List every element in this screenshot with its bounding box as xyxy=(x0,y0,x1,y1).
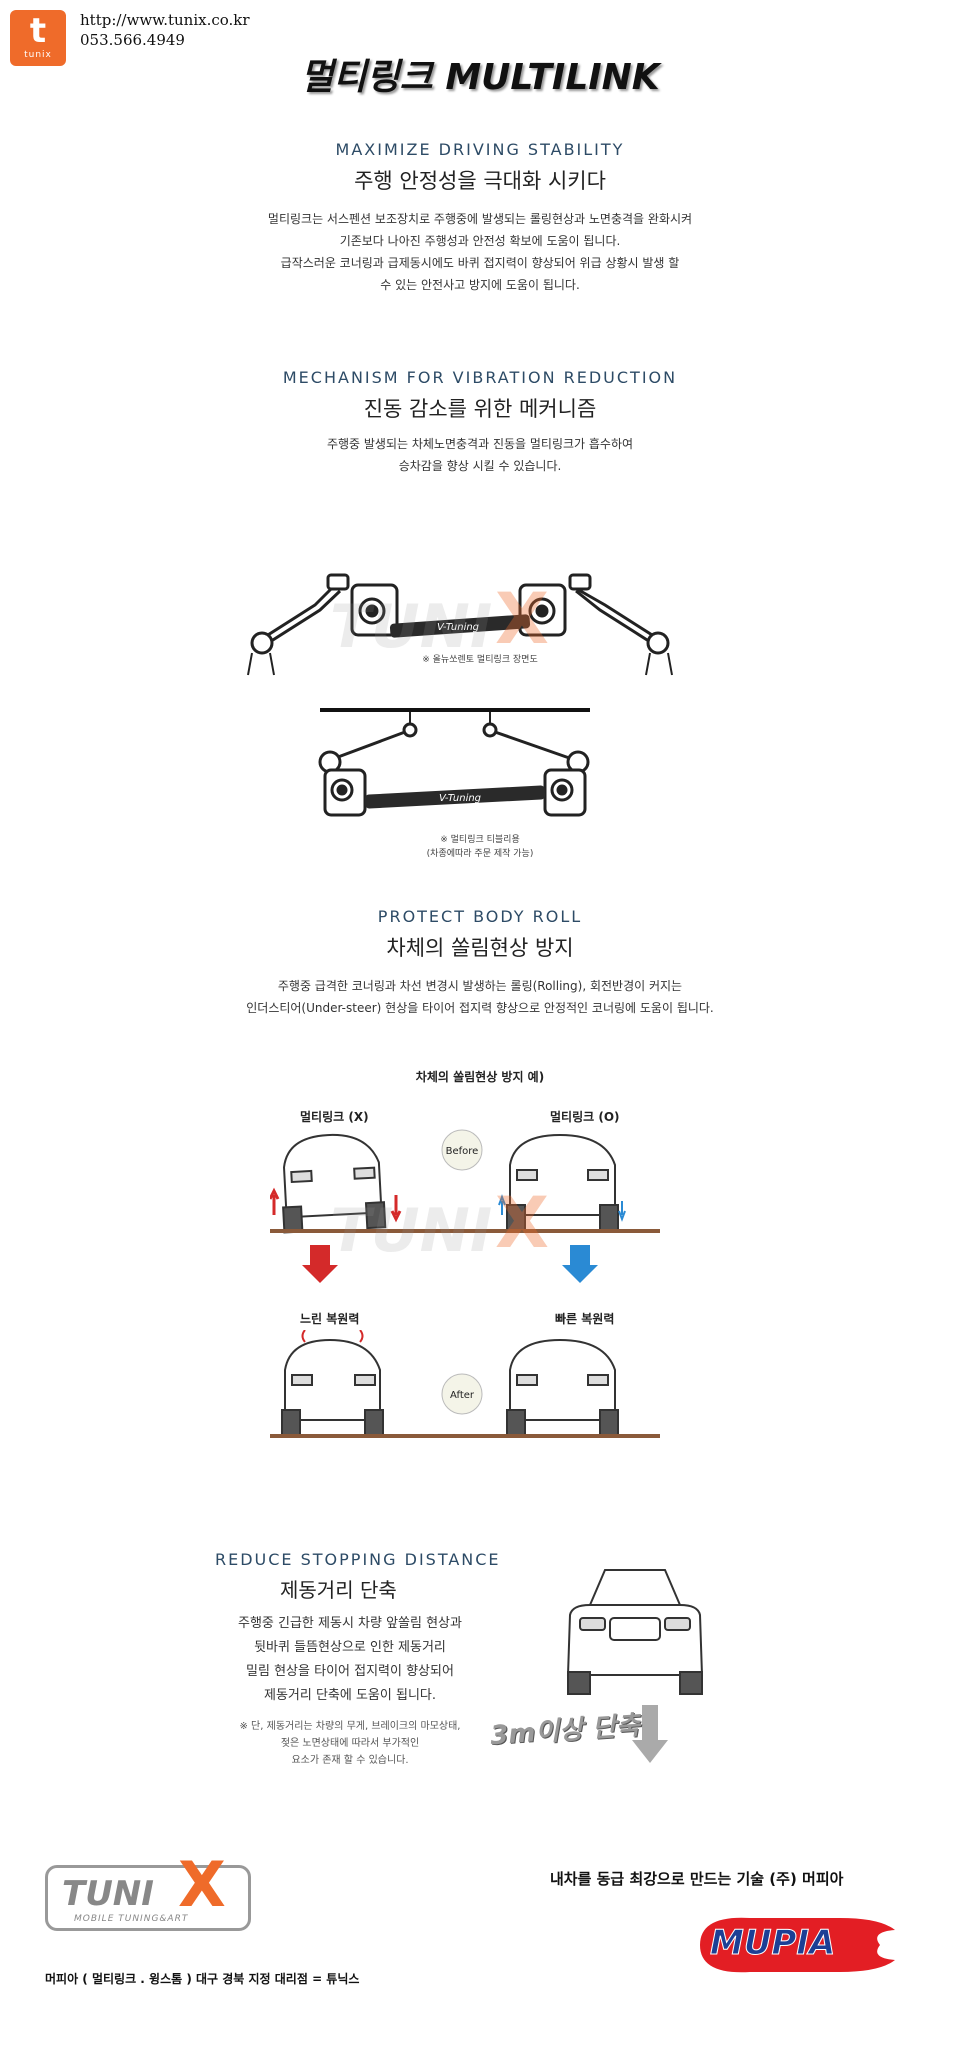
bar-brand-text-rear: V-Tuning xyxy=(439,793,481,804)
svg-text:After: After xyxy=(450,1390,475,1401)
roll-demo-title: 차체의 쏠림현상 방지 예) xyxy=(415,1070,545,1084)
section1-heading-en: MAXIMIZE DRIVING STABILITY xyxy=(335,140,625,159)
svg-text:Before: Before xyxy=(446,1146,479,1157)
phone-number: 053.566.4949 xyxy=(80,31,185,49)
site-url[interactable]: http://www.tunix.co.kr xyxy=(80,11,250,29)
cars-after-illustration xyxy=(270,1330,660,1438)
tunix-watermark-x: X xyxy=(495,578,549,660)
diagram-caption-2a: ※ 멀티링크 티블리용 xyxy=(440,835,520,845)
logo-word: tunix xyxy=(24,50,52,60)
tunix-logo-badge[interactable]: t tunix xyxy=(10,10,66,66)
footer-dealer-text: 머피아 ( 멀티링크 . 윙스톰 ) 대구 경북 지정 대리점 = 튜닉스 xyxy=(45,1972,360,1986)
footer-tagline: 내차를 동급 최강으로 만드는 기술 (주) 머피아 xyxy=(550,1870,844,1888)
tunix-watermark: TUNI xyxy=(330,592,493,662)
stopping-arrow xyxy=(632,1705,668,1763)
section2-body: 주행중 발생되는 차체노면충격과 진동을 멀티링크가 흡수하여 승차감을 향상 … xyxy=(326,437,634,473)
before-badge: Before xyxy=(441,1129,483,1171)
section3-heading-en: PROTECT BODY ROLL xyxy=(377,907,583,926)
page-title: 멀티링크 MULTILINK xyxy=(300,57,660,98)
section3-body: 주행중 급격한 코너링과 차선 변경시 발생하는 롤링(Rolling), 회전… xyxy=(246,979,714,1015)
after-badge: After xyxy=(441,1373,483,1415)
section4-heading-ko: 제동거리 단축 xyxy=(280,1578,397,1602)
section2-heading-en: MECHANISM FOR VIBRATION REDUCTION xyxy=(282,368,678,387)
slow-recovery-label: 느린 복원력 xyxy=(300,1312,360,1326)
tunix-footer-logo[interactable]: TUNI X MOBILE TUNING&ART xyxy=(45,1848,251,1931)
section2-heading-ko: 진동 감소를 위한 메커니즘 xyxy=(363,397,597,421)
mupia-logo-shape xyxy=(700,1917,895,1973)
suv-front-illustration xyxy=(566,1569,704,1695)
tunix-watermark-2: TUNI xyxy=(330,1196,493,1266)
multilink-front-diagram: V-Tuning xyxy=(247,573,673,676)
contact-info: http://www.tunix.co.kr 053.566.4949 xyxy=(80,10,250,50)
diagram-caption-1: ※ 올뉴쏘렌토 멀티링크 장면도 xyxy=(422,655,538,665)
mupia-logo[interactable]: MUPIA xyxy=(690,1910,900,1980)
bar-brand-text: V-Tuning xyxy=(437,622,479,633)
diagram-caption-2b: (차종에따라 주문 제작 가능) xyxy=(426,849,534,859)
section4-heading-en: REDUCE STOPPING DISTANCE xyxy=(215,1550,501,1569)
right-label: 멀티링크 (O) xyxy=(550,1110,620,1124)
section4-body: 주행중 긴급한 제동시 차량 앞쏠림 현상과 뒷바퀴 들뜸현상으로 인한 제동거… xyxy=(238,1616,462,1703)
multilink-bar-rear: V-Tuning xyxy=(364,785,546,809)
section3-heading-ko: 차체의 쏠림현상 방지 xyxy=(386,936,574,960)
tunix-watermark-2-x: X xyxy=(495,1182,549,1264)
multilink-bar-front: V-Tuning xyxy=(389,614,531,638)
transition-arrows xyxy=(302,1245,598,1283)
stopping-distance-text: 3m이상 단축 xyxy=(489,1710,641,1752)
multilink-rear-diagram: V-Tuning xyxy=(318,708,590,817)
section1-heading-ko: 주행 안정성을 극대화 시키다 xyxy=(354,169,606,193)
section4-note: ※ 단, 제동거리는 차량의 무게, 브레이크의 마모상태, 젖은 노면상태에 … xyxy=(239,1721,461,1766)
cars-before-illustration xyxy=(270,1133,660,1234)
fast-recovery-label: 빠른 복원력 xyxy=(555,1312,615,1326)
logo-letter: t xyxy=(29,11,47,51)
section1-body: 멀티링크는 서스펜션 보조장치로 주행중에 발생되는 롤링현상과 노면충격을 완… xyxy=(267,212,693,292)
left-label: 멀티링크 (X) xyxy=(300,1110,369,1124)
